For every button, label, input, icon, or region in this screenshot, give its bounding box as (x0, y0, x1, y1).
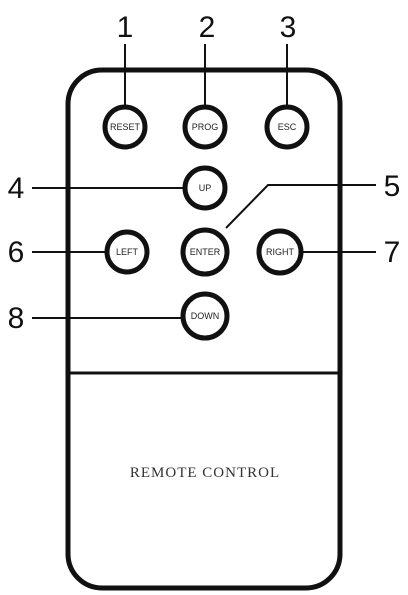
callout-5: 5 (384, 170, 401, 203)
callout-6: 6 (8, 236, 25, 269)
up-button-label: UP (199, 183, 212, 193)
esc-button-label: ESC (278, 122, 297, 132)
remote-body-label: REMOTE CONTROL (130, 465, 280, 481)
prog-button-label: PROG (192, 122, 219, 132)
prog-button[interactable]: PROG (182, 104, 228, 150)
esc-button[interactable]: ESC (264, 104, 310, 150)
callout-3: 3 (280, 11, 297, 44)
down-button-label: DOWN (191, 311, 220, 321)
callout-2: 2 (199, 11, 216, 44)
left-button-label: LEFT (116, 247, 139, 257)
callout-4: 4 (8, 172, 25, 205)
callout-8: 8 (8, 302, 25, 335)
enter-button[interactable]: ENTER (180, 227, 230, 277)
callout-7: 7 (384, 236, 401, 269)
right-button[interactable]: RIGHT (256, 228, 304, 276)
callout-1: 1 (117, 11, 134, 44)
down-button[interactable]: DOWN (180, 291, 230, 341)
right-button-label: RIGHT (266, 247, 295, 257)
reset-button[interactable]: RESET (102, 104, 148, 150)
left-button[interactable]: LEFT (104, 229, 150, 275)
reset-button-label: RESET (110, 122, 141, 132)
enter-button-label: ENTER (190, 247, 221, 257)
up-button[interactable]: UP (182, 165, 228, 211)
leader-5 (225, 184, 376, 229)
